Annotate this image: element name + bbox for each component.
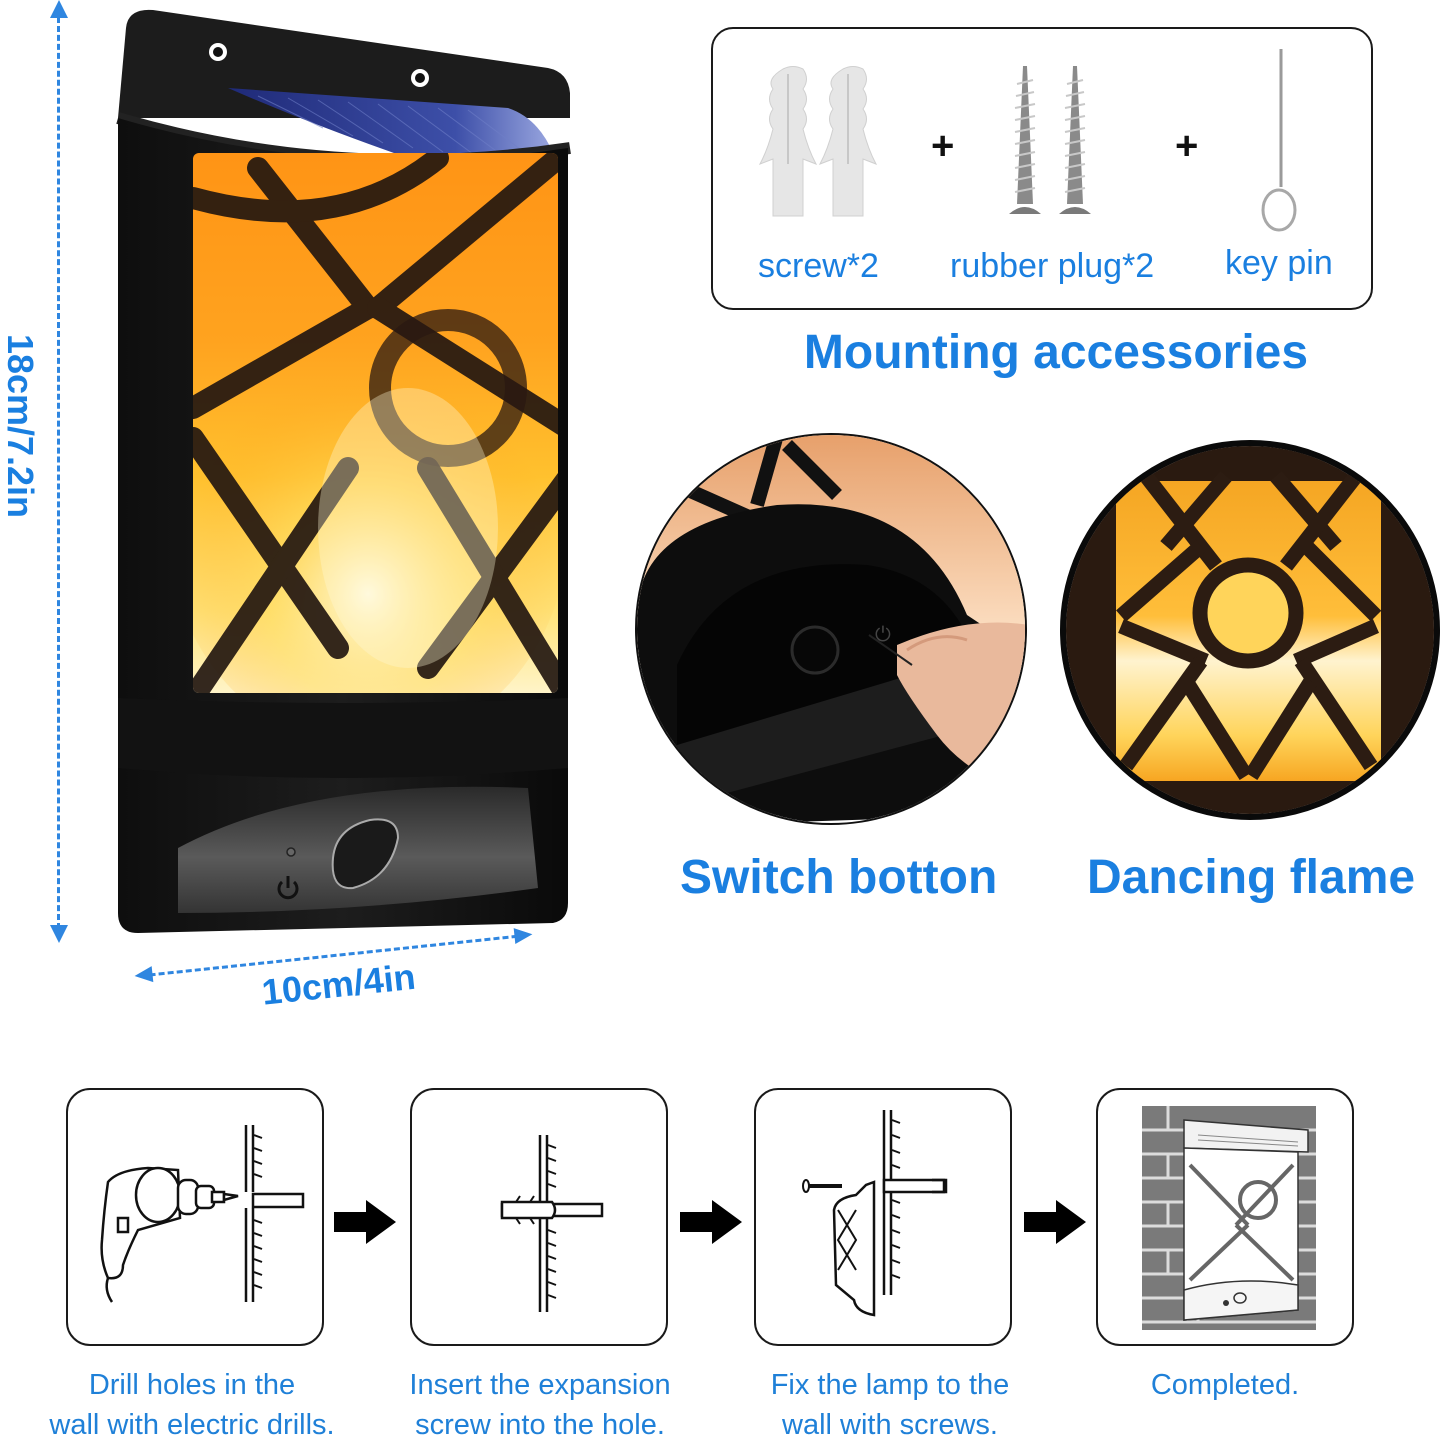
light-sensor-icon	[286, 847, 296, 857]
step-caption-2-line2: screw into the hole.	[415, 1409, 665, 1439]
step-caption-1: Drill holes in the wall with electric dr…	[27, 1365, 357, 1439]
step-caption-3-line2: wall with screws.	[782, 1409, 998, 1439]
switch-closeup-image: ⏻	[635, 433, 1027, 825]
plus-sign-2: +	[1175, 124, 1199, 168]
plus-sign-1: +	[931, 124, 955, 168]
install-step-2	[410, 1088, 668, 1346]
accessories-title: Mounting accessories	[803, 326, 1309, 379]
switch-button-icon	[331, 818, 400, 890]
step-caption-3-line1: Fix the lamp to the	[770, 1369, 1010, 1401]
drill-icon	[100, 1125, 305, 1303]
step-caption-1-line2: wall with electric drills.	[49, 1409, 335, 1439]
arrow-right-icon	[680, 1200, 742, 1244]
height-dimension-line	[57, 8, 60, 938]
feature-label-flame: Dancing flame	[1087, 851, 1416, 904]
step-caption-3: Fix the lamp to the wall with screws.	[725, 1365, 1055, 1439]
wall-plug-icon	[758, 66, 878, 217]
arrow-down-icon	[50, 925, 68, 943]
key-pin-icon	[1261, 49, 1297, 232]
install-step-4	[1096, 1088, 1354, 1346]
width-dimension-label: 10cm/4in	[259, 955, 418, 1013]
step-caption-4: Completed.	[1060, 1365, 1390, 1405]
accessories-panel: + + screw*2 rubber plug*2 key pin	[711, 27, 1373, 310]
mounted-lamp-icon	[1142, 1106, 1316, 1330]
accessory-label-key-pin: key pin	[1225, 244, 1333, 282]
product-lamp-image	[108, 8, 578, 938]
arrow-up-icon	[50, 0, 68, 18]
install-step-3	[754, 1088, 1012, 1346]
step-caption-2: Insert the expansion screw into the hole…	[375, 1365, 705, 1439]
arrow-right-icon	[334, 1200, 396, 1244]
height-dimension-label: 18cm/7.2in	[0, 333, 41, 519]
power-icon	[277, 876, 299, 900]
expansion-screw-icon	[500, 1135, 604, 1312]
arrow-left-icon	[133, 966, 154, 984]
step-caption-2-line1: Insert the expansion	[409, 1369, 671, 1401]
screw-icon	[1009, 66, 1091, 214]
step-caption-4-line1: Completed.	[1150, 1369, 1300, 1401]
fix-lamp-icon	[802, 1110, 948, 1317]
svg-text:⏻: ⏻	[875, 622, 891, 646]
accessory-label-screw: rubber plug*2	[950, 247, 1155, 285]
flame-closeup-image	[1060, 440, 1440, 820]
step-caption-1-line1: Drill holes in the	[88, 1369, 296, 1401]
accessory-label-plug: screw*2	[758, 247, 879, 285]
install-step-1	[66, 1088, 324, 1346]
feature-label-switch: Switch botton	[680, 851, 998, 904]
arrow-right-icon	[1024, 1200, 1086, 1244]
